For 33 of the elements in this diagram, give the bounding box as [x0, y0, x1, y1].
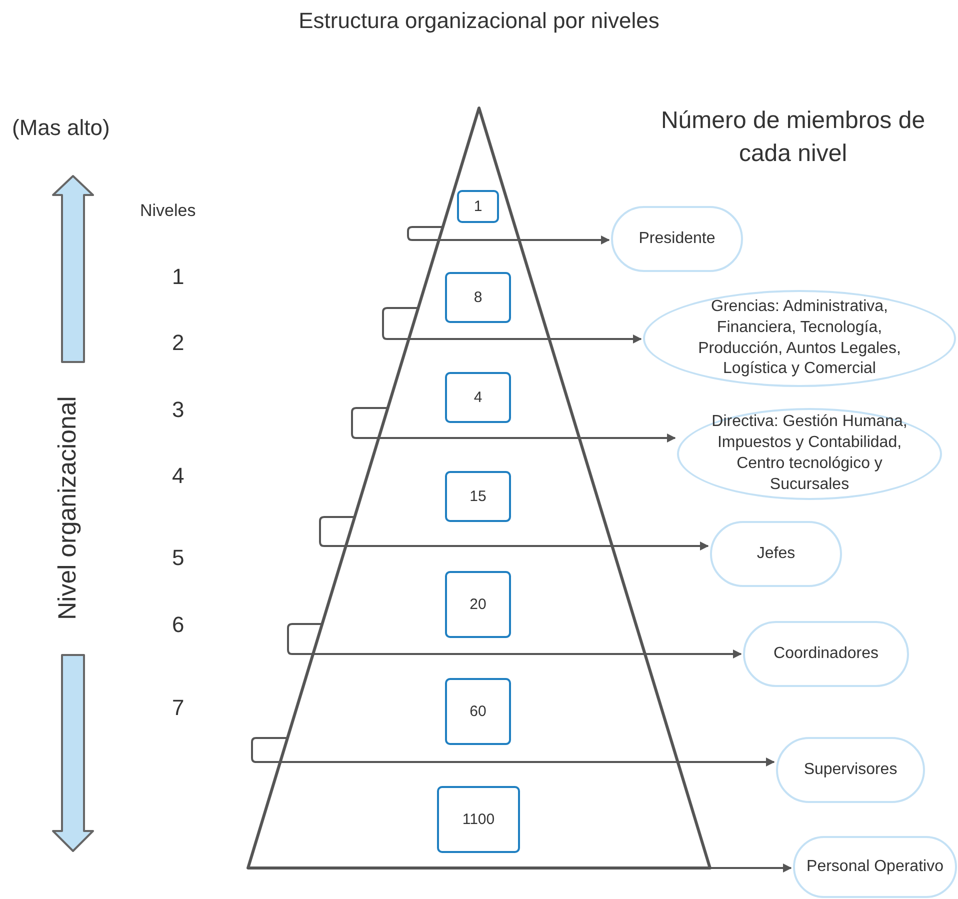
level-number: 2: [172, 330, 184, 356]
role-pill: Jefes: [710, 521, 842, 587]
role-pill: Presidente: [611, 206, 743, 272]
count-box: 8: [445, 272, 511, 323]
arrow: [382, 307, 642, 344]
level-number: 5: [172, 545, 184, 571]
count-box: 15: [445, 471, 511, 522]
level-note: (Mas alto): [12, 115, 110, 141]
count-box: 4: [445, 372, 511, 423]
count-box: 60: [445, 678, 511, 745]
column-heading: Número de miembros de cada nivel: [660, 106, 926, 169]
role-pill: Directiva: Gestión Humana, Impuestos y Contabilidad, Centro tecnológico y Sucursales: [677, 408, 942, 500]
arrow: [407, 226, 610, 244]
count-box: 20: [445, 571, 511, 638]
arrow: [287, 623, 742, 658]
level-number: 6: [172, 612, 184, 638]
arrow: [351, 407, 676, 442]
role-pill: Supervisores: [776, 737, 925, 803]
role-pill: Coordinadores: [743, 621, 909, 687]
diagram-title: Estructura organizacional por niveles: [298, 8, 660, 34]
arrow: [710, 864, 792, 872]
role-pill: Grencias: Administrativa, Financiera, Tecnología, Producción, Auntos Legales, Logística y Comercial: [643, 290, 956, 387]
column-heading: Niveles: [140, 201, 196, 221]
count-box: 1100: [437, 786, 520, 853]
arrow: [319, 516, 709, 550]
count-box: 1: [457, 190, 499, 223]
axis-title: Nivel organizacional: [54, 396, 82, 620]
level-number: 3: [172, 397, 184, 423]
level-number: 7: [172, 695, 184, 721]
level-number: 4: [172, 463, 184, 489]
level-number: 1: [172, 264, 184, 290]
role-pill: Personal Operativo: [793, 836, 957, 898]
arrow: [251, 737, 775, 766]
